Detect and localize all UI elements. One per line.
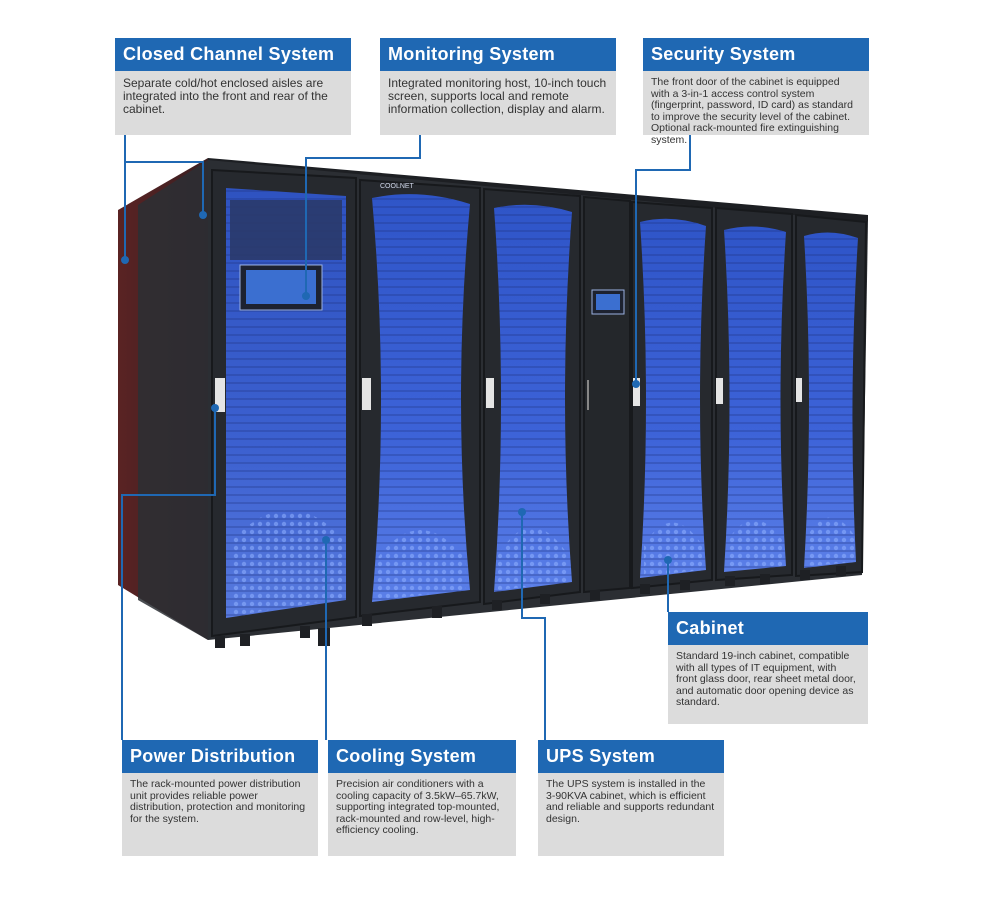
cabinet-unit-7 <box>795 213 868 578</box>
ups-cabinet <box>583 195 631 594</box>
power-distribution-callout: Power Distribution The rack-mounted powe… <box>122 740 318 856</box>
monitoring-text: Integrated monitoring host, 10-inch touc… <box>388 76 607 116</box>
security-text: The front door of the cabinet is equippe… <box>651 76 853 146</box>
closed-channel-text: Separate cold/hot enclosed aisles are in… <box>123 76 328 116</box>
cabinet-text: Standard 19-inch cabinet, compatible wit… <box>676 650 856 708</box>
cooling-callout: Cooling System Precision air conditioner… <box>328 740 516 856</box>
monitoring-callout: Monitoring System Integrated monitoring … <box>380 38 616 135</box>
leader-dots <box>121 211 672 564</box>
power-distribution-text: The rack-mounted power distribution unit… <box>130 778 306 825</box>
keypad-lock-icon <box>215 378 225 412</box>
ups-text: The UPS system is installed in the 3-90K… <box>546 778 715 825</box>
security-callout: Security System The front door of the ca… <box>643 38 869 145</box>
security-title: Security System <box>643 38 869 71</box>
closed-channel-callout: Closed Channel System Separate cold/hot … <box>115 38 351 135</box>
cabinet-title: Cabinet <box>668 612 868 645</box>
cabinet-unit-2: COOLNET <box>359 178 481 618</box>
leader-lines <box>121 135 691 740</box>
power-distribution-title: Power Distribution <box>122 740 318 773</box>
ups-title: UPS System <box>538 740 724 773</box>
monitoring-title: Monitoring System <box>380 38 616 71</box>
cabinet-callout: Cabinet Standard 19-inch cabinet, compat… <box>668 612 868 724</box>
closed-channel-title: Closed Channel System <box>115 38 351 71</box>
cabinet-unit-6 <box>715 206 793 582</box>
brand-logo-text: COOLNET <box>380 183 415 190</box>
cabinet-unit-1 <box>211 168 357 638</box>
cabinet-unit-5 <box>631 200 713 590</box>
cabinet-unit-3 <box>483 187 581 606</box>
ups-callout: UPS System The UPS system is installed i… <box>538 740 724 856</box>
cooling-title: Cooling System <box>328 740 516 773</box>
cooling-text: Precision air conditioners with a coolin… <box>336 778 500 836</box>
